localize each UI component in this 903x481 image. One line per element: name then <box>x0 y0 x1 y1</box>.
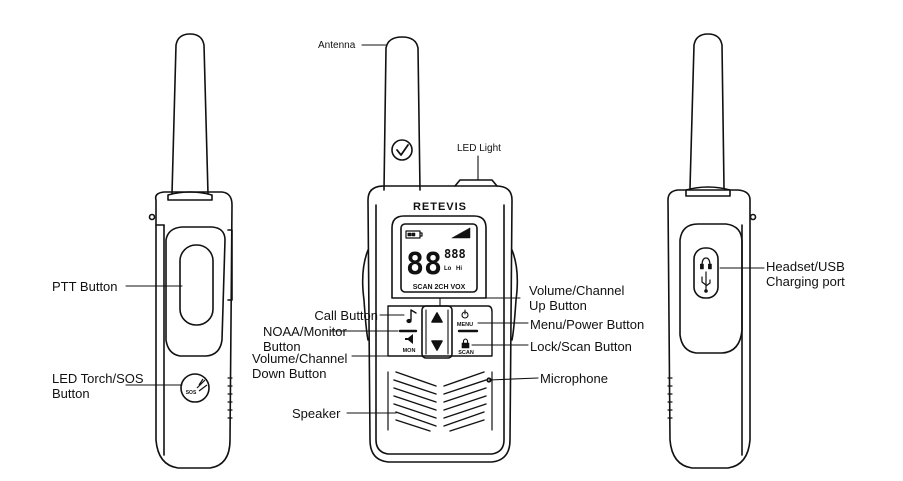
left-body <box>154 191 233 469</box>
led-light <box>454 179 498 187</box>
speaker-icon <box>405 334 413 344</box>
front-view <box>361 36 519 463</box>
music-note-icon <box>410 309 417 321</box>
port-cover <box>679 223 743 354</box>
battery-icon <box>405 230 421 239</box>
label-menu-power: Menu/Power Button <box>530 317 645 332</box>
lcd-lo: Lo <box>444 266 452 272</box>
lcd-small-digits: 888 <box>444 247 466 261</box>
key-scan-label: SCAN <box>458 350 474 356</box>
headset-port <box>693 247 719 299</box>
up-down-rocker <box>421 305 453 359</box>
leader-volup <box>439 297 521 307</box>
label-volume-up: Volume/Channel Up Button <box>529 283 625 313</box>
label-led-torch-sos: LED Torch/SOS Button <box>52 371 144 401</box>
left-screw-dot <box>148 213 156 221</box>
sos-label: SOS <box>186 390 197 396</box>
label-speaker: Speaker <box>292 406 341 421</box>
label-antenna: Antenna <box>318 40 356 51</box>
front-antenna <box>383 36 421 191</box>
keypad <box>387 305 493 357</box>
speaker-grille <box>393 371 487 432</box>
ptt-button <box>179 244 214 326</box>
lcd-bottom-row: SCAN 2CH VOX <box>413 284 466 291</box>
label-call-button: Call Button <box>314 308 378 323</box>
key-mon-label: MON <box>403 348 416 354</box>
left-side-view <box>148 33 233 469</box>
label-headset-usb: Headset/USB Charging port <box>766 259 845 289</box>
triangle-down-icon <box>431 340 443 351</box>
right-antenna <box>689 33 725 189</box>
lcd-hi: Hi <box>456 266 462 272</box>
signal-icon <box>451 227 471 239</box>
leader-mic <box>488 377 539 381</box>
lock-icon <box>461 342 470 349</box>
leader-lines <box>125 44 765 414</box>
front-body <box>367 185 513 463</box>
lcd-window <box>391 215 487 299</box>
antenna-check-circle <box>391 139 413 161</box>
headphone-icon <box>701 257 711 267</box>
usb-icon <box>701 271 711 291</box>
right-screw-dot <box>749 213 757 221</box>
lcd-digits: 88 <box>406 247 442 282</box>
brand-logo: RETEVIS <box>413 201 467 213</box>
label-lock-scan: Lock/Scan Button <box>530 339 632 354</box>
label-volume-down: Volume/Channel Down Button <box>252 351 348 381</box>
sos-button <box>180 373 210 403</box>
key-menu-label: MENU <box>457 322 473 328</box>
lcd-display <box>400 223 478 293</box>
right-body <box>667 189 751 469</box>
label-led-light: LED Light <box>457 143 501 154</box>
left-antenna <box>171 33 209 195</box>
right-side-view <box>667 33 757 469</box>
torch-icon <box>196 378 208 392</box>
label-microphone: Microphone <box>540 371 608 386</box>
ptt-button-outline <box>165 226 226 357</box>
label-ptt-button: PTT Button <box>52 279 118 294</box>
triangle-up-icon <box>431 312 443 323</box>
label-noaa-monitor: NOAA/Monitor Button <box>263 324 347 354</box>
